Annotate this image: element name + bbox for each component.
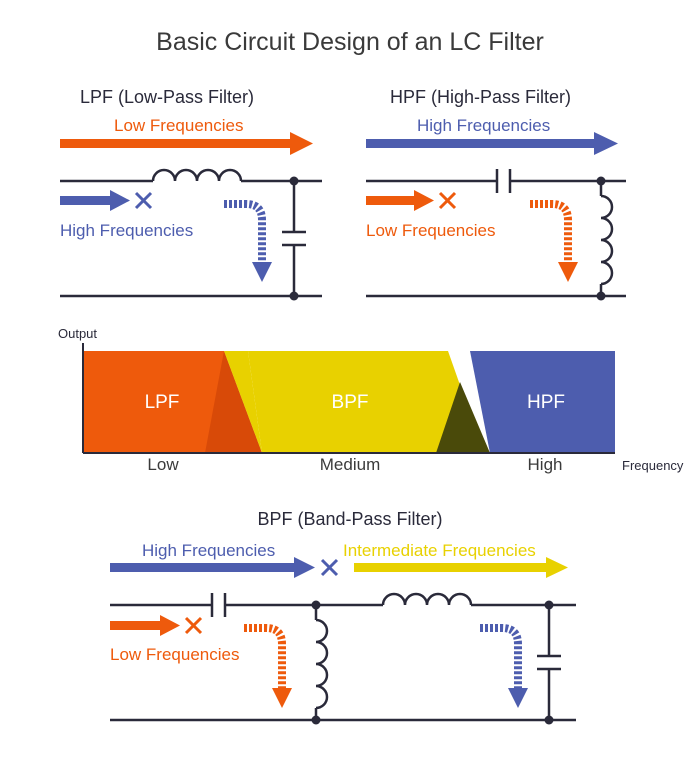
tick-low: Low bbox=[147, 455, 179, 474]
hpf-circuit bbox=[366, 169, 626, 298]
band-overlap-high bbox=[436, 382, 490, 453]
bpf-inductor-shunt-icon bbox=[315, 618, 329, 710]
lpf-block-label: High Frequencies bbox=[60, 221, 193, 240]
hpf-cross-icon bbox=[438, 191, 457, 210]
lpf-capacitor-icon bbox=[282, 230, 306, 247]
band-bpf bbox=[248, 351, 484, 453]
hpf-inductor-icon bbox=[600, 194, 614, 286]
bpf-block-label: Low Frequencies bbox=[110, 645, 239, 664]
bpf-circuit bbox=[110, 592, 576, 722]
bpf-diagram: BPF (Band-Pass Filter) High Frequencies … bbox=[110, 509, 576, 725]
bpf-heading: BPF (Band-Pass Filter) bbox=[257, 509, 442, 529]
band-label-bpf: BPF bbox=[332, 392, 369, 413]
bpf-node-icon bbox=[544, 600, 554, 610]
bpf-pass2-arrow-icon bbox=[354, 557, 568, 578]
lpf-block-arrow-icon bbox=[60, 190, 130, 211]
hpf-node-icon bbox=[596, 176, 606, 186]
page-title: Basic Circuit Design of an LC Filter bbox=[156, 28, 544, 56]
lpf-pass-label: Low Frequencies bbox=[114, 116, 243, 135]
response-y-label: Output bbox=[58, 326, 97, 341]
hpf-block-label: Low Frequencies bbox=[366, 221, 495, 240]
lpf-inductor-icon bbox=[151, 168, 243, 182]
hpf-block-arrow-icon bbox=[366, 190, 434, 211]
lpf-pass-arrow-icon bbox=[60, 132, 313, 155]
bpf-shunt-low-arrow-icon bbox=[244, 624, 292, 708]
bpf-node-icon bbox=[311, 715, 321, 725]
band-label-hpf: HPF bbox=[527, 392, 565, 413]
bpf-pass1-label: High Frequencies bbox=[142, 541, 275, 560]
hpf-pass-label: High Frequencies bbox=[417, 116, 550, 135]
lpf-circuit bbox=[60, 168, 322, 298]
hpf-diagram: HPF (High-Pass Filter) High Frequencies … bbox=[366, 87, 626, 301]
response-x-label: Frequency bbox=[622, 458, 684, 473]
tick-medium: Medium bbox=[320, 455, 380, 474]
lpf-heading: LPF (Low-Pass Filter) bbox=[80, 87, 254, 107]
bpf-shunt-high-arrow-icon bbox=[480, 624, 528, 708]
bpf-pass1-arrow-icon bbox=[110, 557, 315, 578]
bpf-node-icon bbox=[311, 600, 321, 610]
band-overlap-low bbox=[205, 351, 262, 453]
hpf-capacitor-icon bbox=[495, 169, 512, 193]
bpf-block-arrow-icon bbox=[110, 615, 180, 636]
bpf-capacitor-series-icon bbox=[210, 593, 227, 617]
hpf-heading: HPF (High-Pass Filter) bbox=[390, 87, 571, 107]
bpf-block-cross-icon bbox=[184, 616, 203, 635]
lpf-shunt-arrow-icon bbox=[224, 200, 272, 282]
bpf-node-icon bbox=[544, 715, 554, 725]
bpf-inductor-series-icon bbox=[381, 592, 473, 606]
lpf-diagram: LPF (Low-Pass Filter) Low Frequencies Hi… bbox=[60, 87, 322, 301]
lpf-node-icon bbox=[289, 291, 299, 301]
band-label-lpf: LPF bbox=[145, 392, 180, 413]
tick-high: High bbox=[528, 455, 563, 474]
hpf-pass-arrow-icon bbox=[366, 132, 618, 155]
bpf-capacitor-shunt-icon bbox=[537, 654, 561, 671]
bpf-pass-cross-icon bbox=[320, 558, 339, 577]
bpf-pass2-label: Intermediate Frequencies bbox=[343, 541, 536, 560]
lpf-node-icon bbox=[289, 176, 299, 186]
band-hpf bbox=[470, 351, 615, 453]
hpf-shunt-arrow-icon bbox=[530, 200, 578, 282]
frequency-response: Output LPF BPF HPF Low Medium High Frequ… bbox=[58, 326, 684, 474]
hpf-node-icon bbox=[596, 291, 606, 301]
lpf-cross-icon bbox=[134, 191, 153, 210]
